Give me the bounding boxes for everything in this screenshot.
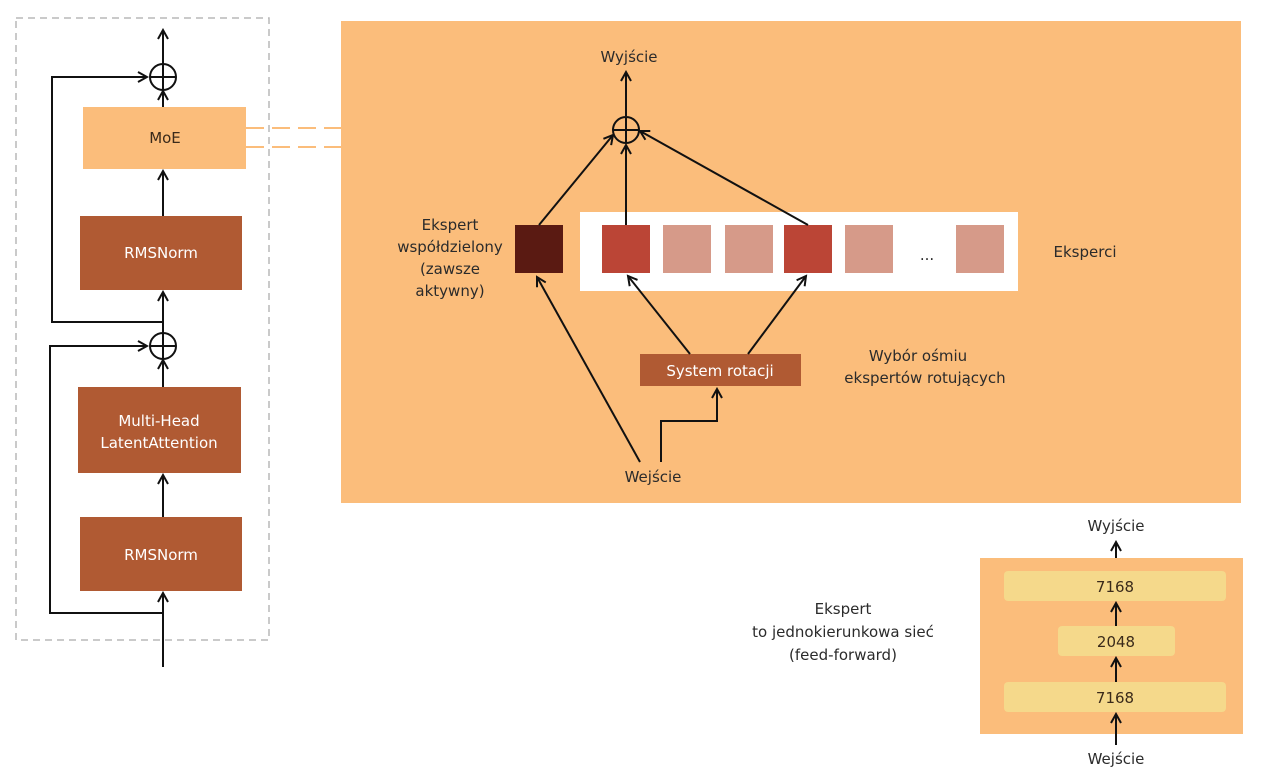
- expert-inactive-last: [956, 225, 1004, 273]
- arrow-router-to-active1: [628, 276, 691, 355]
- arrow-input-to-shared: [537, 277, 641, 463]
- rmsnorm-top-box: [80, 216, 242, 290]
- moe-label: MoE: [149, 129, 181, 147]
- shared-expert-label-line1: Ekspert: [422, 216, 479, 234]
- router-caption-line1: Wybór ośmiu: [869, 347, 967, 365]
- residual-path-bottom: [49, 346, 163, 614]
- attention-box: [78, 387, 241, 473]
- shared-expert: [515, 225, 563, 273]
- ffn-layer-top-label: 7168: [1096, 578, 1134, 596]
- ffn-layer-middle-label: 2048: [1097, 633, 1135, 651]
- arrow-input-to-router: [660, 389, 717, 462]
- shared-expert-label-line2: współdzielony: [397, 238, 503, 256]
- ffn-input-label: Wejście: [1088, 750, 1145, 768]
- attention-label-line1: Multi-Head: [118, 412, 199, 430]
- add-node-bottom: [149, 332, 177, 360]
- arrow-active2-to-add: [640, 131, 809, 226]
- rmsnorm-bottom-box: [80, 517, 242, 591]
- ffn-layer-top: [1004, 571, 1226, 601]
- ffn-caption-line1: Ekspert: [815, 600, 872, 618]
- arrow-shared-to-add: [538, 135, 613, 226]
- rmsnorm-top-label: RMSNorm: [124, 244, 198, 262]
- experts-label: Eksperci: [1054, 243, 1117, 261]
- moe-input-label: Wejście: [625, 468, 682, 486]
- ffn-layer-middle: [1058, 626, 1175, 656]
- ffn-layer-bottom: [1004, 682, 1226, 712]
- attention-label-line2: LatentAttention: [100, 434, 217, 452]
- experts-ellipsis: ...: [920, 246, 934, 264]
- ffn-layer-bottom-label: 7168: [1096, 689, 1134, 707]
- expert-inactive-3: [845, 225, 893, 273]
- router-box: [640, 354, 801, 386]
- router-caption-line2: ekspertów rotujących: [844, 369, 1005, 387]
- expert-inactive-1: [663, 225, 711, 273]
- ffn-caption-line3: (feed-forward): [789, 646, 897, 664]
- expert-active-2: [784, 225, 832, 273]
- expert-inactive-2: [725, 225, 773, 273]
- moe-output-label: Wyjście: [600, 48, 657, 66]
- shared-expert-label-line3: (zawsze: [420, 260, 480, 278]
- residual-path-top: [51, 77, 163, 323]
- add-node-top: [149, 63, 177, 91]
- ffn-caption-line2: to jednokierunkowa sieć: [752, 623, 934, 641]
- shared-expert-label-line4: aktywny): [415, 282, 484, 300]
- moe-box: [83, 107, 246, 169]
- rmsnorm-bottom-label: RMSNorm: [124, 546, 198, 564]
- moe-add-node: [612, 116, 640, 144]
- router-label: System rotacji: [666, 362, 773, 380]
- ffn-output-label: Wyjście: [1087, 517, 1144, 535]
- expert-active-1: [602, 225, 650, 273]
- transformer-block-frame: [15, 17, 270, 641]
- arrow-router-to-active2: [747, 276, 806, 355]
